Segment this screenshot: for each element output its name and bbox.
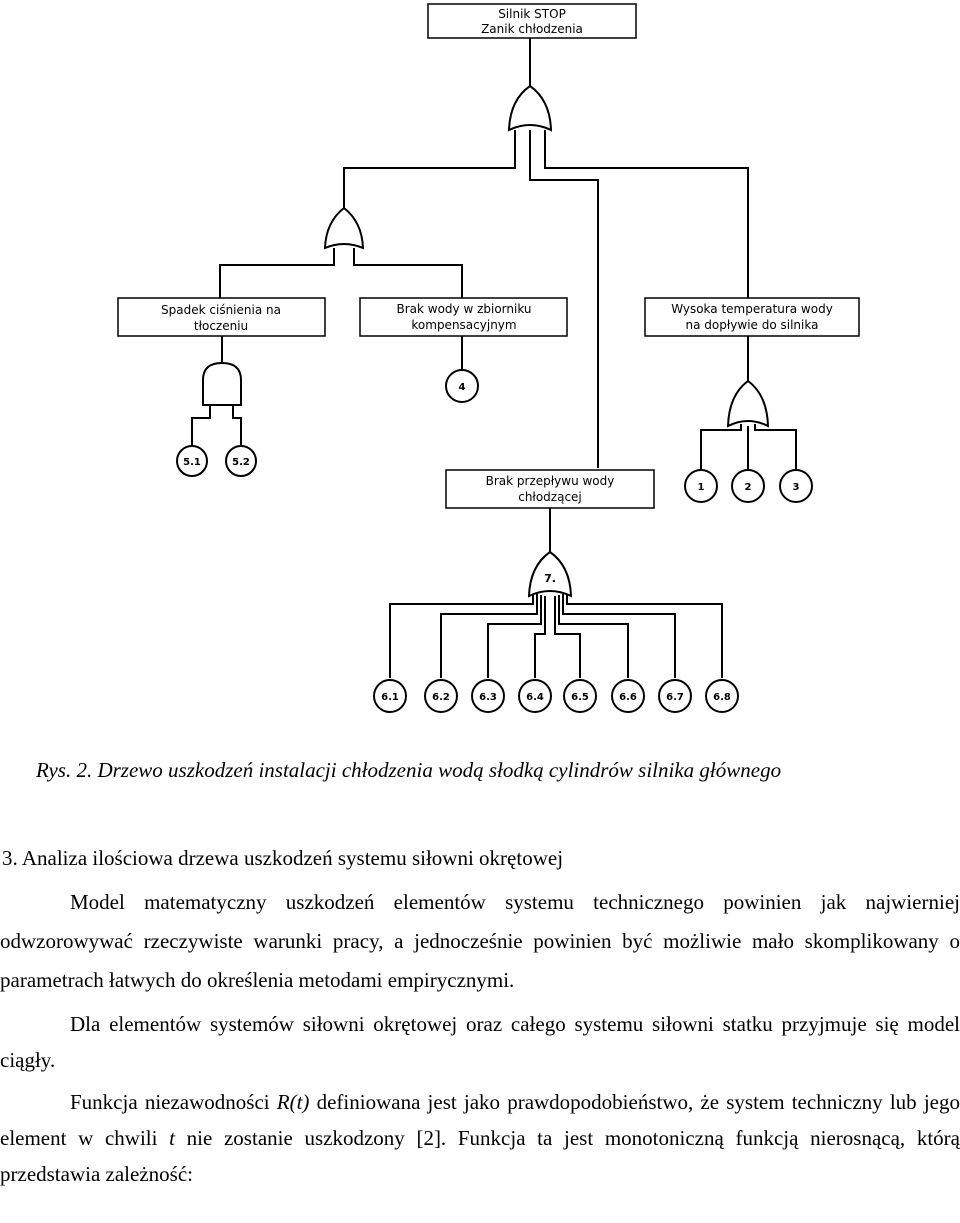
label-6-3: 6.3 <box>479 692 497 703</box>
paragraph-3-part-c: nie zostanie uszkodzony [2]. Funkcja ta … <box>0 1126 960 1186</box>
label-6-8: 6.8 <box>713 692 731 703</box>
label-6-7: 6.7 <box>666 692 684 703</box>
svg-text:chłodzącej: chłodzącej <box>518 490 582 504</box>
event-pressure-drop: Spadek ciśnienia na tłoczeniu <box>117 297 326 337</box>
svg-text:Wysoka temperatura wody: Wysoka temperatura wody <box>671 302 833 316</box>
top-event: Silnik STOP Zanik chłodzenia <box>427 3 637 39</box>
svg-text:Brak wody w zbiorniku: Brak wody w zbiorniku <box>396 302 531 316</box>
label-4: 4 <box>459 382 466 393</box>
basic-event-6-2 <box>424 679 458 713</box>
gate-7-label: 7. <box>544 572 556 585</box>
section-3: 3. Analiza ilościowa drzewa uszkodzeń sy… <box>0 846 960 1192</box>
label-1: 1 <box>698 482 705 493</box>
paragraph-1: Model matematyczny uszkodzeń elementów s… <box>0 890 960 992</box>
section-heading: 3. Analiza ilościowa drzewa uszkodzeń sy… <box>2 846 564 870</box>
svg-text:Brak przepływu wody: Brak przepływu wody <box>486 474 615 488</box>
basic-event-6-1 <box>373 679 407 713</box>
paragraph-3-part-a: Funkcja niezawodności <box>70 1090 277 1114</box>
svg-text:Zanik chłodzenia: Zanik chłodzenia <box>481 22 583 36</box>
basic-event-6-7 <box>658 679 692 713</box>
label-3: 3 <box>793 482 800 493</box>
event-no-coolant-flow: Brak przepływu wody chłodzącej <box>445 469 655 509</box>
label-6-2: 6.2 <box>432 692 450 703</box>
or-gate-7 <box>527 550 573 598</box>
label-2: 2 <box>745 482 752 493</box>
label-5-1: 5.1 <box>183 457 201 468</box>
svg-text:na dopływie do silnika: na dopływie do silnika <box>686 318 819 332</box>
basic-event-5-2 <box>225 445 257 477</box>
label-6-4: 6.4 <box>526 692 544 703</box>
basic-event-6-5 <box>563 679 597 713</box>
paragraph-3-part-b: definiowana jest jako prawdopodobieństwo… <box>0 1090 960 1150</box>
or-gate-top <box>507 84 553 132</box>
label-6-5: 6.5 <box>571 692 589 703</box>
label-6-6: 6.6 <box>619 692 637 703</box>
event-high-water-temp: Wysoka temperatura wody na dopływie do s… <box>644 297 860 337</box>
label-6-1: 6.1 <box>381 692 399 703</box>
svg-text:tłoczeniu: tłoczeniu <box>194 319 248 333</box>
connector-lines <box>191 38 797 678</box>
basic-event-2 <box>731 469 765 503</box>
paragraph-2: Dla elementów systemów siłowni okrętowej… <box>0 1012 960 1072</box>
label-5-2: 5.2 <box>232 457 250 468</box>
svg-text:Spadek ciśnienia na: Spadek ciśnienia na <box>161 303 281 317</box>
figure-caption: Rys. 2. Drzewo uszkodzeń instalacji chło… <box>36 758 782 782</box>
paragraph-3: Funkcja niezawodności R(t) definiowana j… <box>0 1084 960 1192</box>
or-gate-left <box>323 206 365 250</box>
svg-text:kompensacyjnym: kompensacyjnym <box>411 318 516 332</box>
fault-tree-diagram: Silnik STOP Zanik chłodzenia Spadek ciśn… <box>117 3 860 713</box>
and-gate-pressure <box>202 361 242 406</box>
time-symbol: t <box>169 1126 175 1150</box>
basic-event-3 <box>779 469 813 503</box>
basic-event-6-8 <box>705 679 739 713</box>
or-gate-temperature <box>726 379 770 428</box>
svg-text:Silnik STOP: Silnik STOP <box>498 7 566 21</box>
reliability-function-symbol: R(t) <box>276 1090 310 1114</box>
event-no-water-tank: Brak wody w zbiorniku kompensacyjnym <box>359 297 568 337</box>
basic-event-6-6 <box>611 679 645 713</box>
basic-event-6-4 <box>518 679 552 713</box>
basic-event-6-3 <box>471 679 505 713</box>
basic-event-1 <box>684 469 718 503</box>
basic-event-4 <box>445 369 479 403</box>
basic-event-5-1 <box>176 445 208 477</box>
